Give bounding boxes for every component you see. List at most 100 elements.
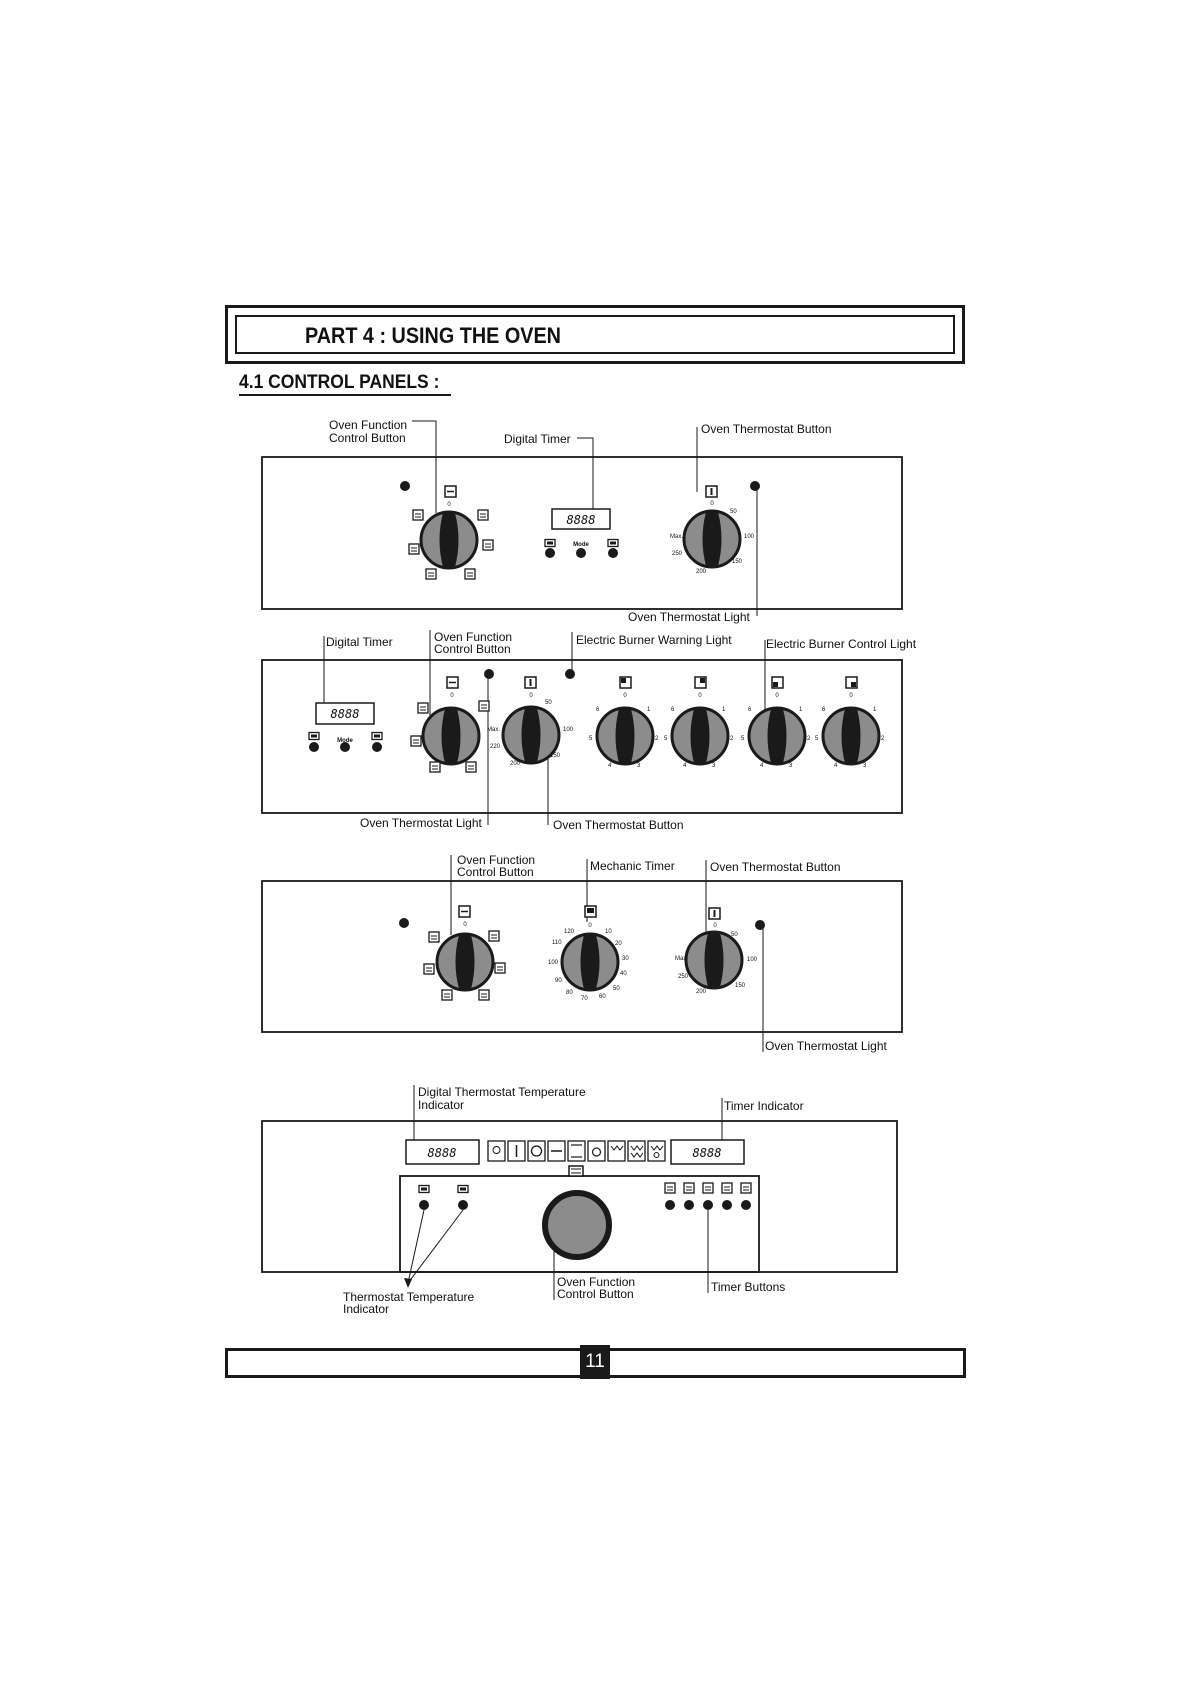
burner-knob-group-4: 0 1 2 3 4 5 6 (815, 676, 885, 769)
timer-minus-button[interactable] (309, 742, 319, 752)
timer-icon (721, 1182, 733, 1194)
thermo-tick-50: 50 (730, 509, 737, 515)
timer-plus-button[interactable] (608, 548, 618, 558)
temperature-display (405, 1139, 480, 1165)
defrost-icon (478, 700, 490, 712)
burner-tick: 1 (799, 707, 803, 713)
burner-tick: 3 (712, 763, 716, 769)
burner-tick: 6 (822, 707, 826, 713)
oven-function-knob-2[interactable] (421, 706, 481, 766)
thermo3-tick-150: 150 (735, 983, 746, 989)
timer-button-3[interactable] (703, 1200, 713, 1210)
thermo2-tick-max: Max. (487, 727, 500, 733)
timer-mode-button[interactable] (340, 742, 350, 752)
panel-1: Oven Function Control Button Digital Tim… (261, 418, 903, 624)
grill-icon (425, 568, 437, 580)
label-electric-burner-control-light: Electric Burner Control Light (766, 637, 917, 651)
oven-function-knob-3[interactable] (435, 932, 495, 992)
lamp-icon (487, 1140, 506, 1162)
timer-display-value: 8888 (693, 1146, 722, 1160)
mechanic-timer-knob[interactable] (560, 932, 620, 992)
burner-tick: 0 (623, 693, 627, 699)
double-grill-icon (627, 1140, 646, 1162)
function-zero-label-2: 0 (450, 693, 454, 699)
burner-tick: 4 (683, 763, 687, 769)
burner-knob-2[interactable] (670, 706, 730, 766)
burner-knob-1[interactable] (595, 706, 655, 766)
section-underline (239, 394, 451, 396)
burner-knob-4[interactable] (821, 706, 881, 766)
burner-tick: 5 (815, 736, 819, 742)
timer-tick-70: 70 (581, 996, 588, 1002)
burner-tick: 6 (748, 707, 752, 713)
function-zero-label: 0 (447, 502, 451, 508)
oven-function-knob-4[interactable] (542, 1190, 612, 1260)
label-oven-function-2: Oven Function (434, 630, 512, 644)
timer-tick-20: 20 (615, 941, 622, 947)
thermo-tick-200: 200 (696, 569, 707, 575)
burner-tick: 5 (664, 736, 668, 742)
thermo2-tick-220: 220 (490, 744, 501, 750)
temp-down-icon (418, 1184, 430, 1194)
fan-grill-icon (410, 735, 422, 747)
thermo3-tick-50: 50 (731, 932, 738, 938)
timer-button-2[interactable] (684, 1200, 694, 1210)
burner-tick: 2 (807, 736, 811, 742)
oven-thermostat-light-3 (755, 920, 765, 930)
burner-knob-3[interactable] (747, 706, 807, 766)
part-header-inner-box: PART 4 : USING THE OVEN (235, 315, 955, 354)
function-zero-label-3: 0 (463, 922, 467, 928)
temp-up-button[interactable] (458, 1200, 468, 1210)
indicator-light (399, 918, 409, 928)
temp-down-button[interactable] (419, 1200, 429, 1210)
burner-tick: 1 (647, 707, 651, 713)
thermo-tick-150: 150 (732, 559, 743, 565)
mode-label-2: Mode (337, 738, 353, 744)
label-oven-thermostat-button: Oven Thermostat Button (701, 422, 832, 436)
temp-up-icon (457, 1184, 469, 1194)
timer-minus-button[interactable] (545, 548, 555, 558)
timer-button-4[interactable] (722, 1200, 732, 1210)
label-timer-indicator: Timer Indicator (724, 1099, 804, 1113)
timer-button-1[interactable] (665, 1200, 675, 1210)
burner-tick: 1 (873, 707, 877, 713)
defrost-icon (488, 930, 500, 942)
label-digital-timer-2: Digital Timer (326, 635, 393, 649)
label-oven-function-control-button: Oven Function (329, 418, 407, 432)
timer-plus-button[interactable] (372, 742, 382, 752)
label-oven-thermostat-button-3: Oven Thermostat Button (710, 860, 841, 874)
burner-knob-group-1: 0 1 2 3 4 5 6 (589, 676, 659, 769)
burner-tick: 4 (608, 763, 612, 769)
grill-icon (607, 1140, 626, 1162)
electric-burner-warning-light (565, 669, 575, 679)
label-digital-thermostat-temperature-2: Indicator (418, 1098, 464, 1112)
part-header-box: PART 4 : USING THE OVEN (225, 305, 965, 364)
defrost-icon (477, 509, 489, 521)
oven-function-knob[interactable] (419, 510, 479, 570)
burner-tick: 5 (589, 736, 593, 742)
thermo2-tick-50: 50 (545, 700, 552, 706)
thermo3-tick-0: 0 (713, 923, 717, 929)
label-oven-function-2b: Control Button (434, 642, 511, 656)
fan-icon (527, 1140, 546, 1162)
timer-button-5[interactable] (741, 1200, 751, 1210)
panel-2: Digital Timer Oven Function Control Butt… (261, 630, 917, 832)
oven-thermostat-knob-3[interactable] (684, 930, 744, 990)
thermo3-tick-100: 100 (747, 957, 758, 963)
timer-icon (664, 1182, 676, 1194)
thermo-tick-max: Max. (670, 534, 683, 540)
panel-2-frame (261, 659, 903, 814)
label-timer-buttons: Timer Buttons (711, 1280, 785, 1294)
bottom-heat-icon (464, 568, 476, 580)
burner-tick: 0 (849, 693, 853, 699)
panel-1-frame (261, 456, 903, 610)
timer-icon (702, 1182, 714, 1194)
fan-grill-icon (423, 963, 435, 975)
timer-tick-110: 110 (552, 940, 562, 946)
timer-tick-60: 60 (599, 994, 606, 1000)
timer-mode-button[interactable] (576, 548, 586, 558)
timer-plus-icon (607, 538, 619, 548)
label-thermostat-temperature-indicator: Thermostat Temperature (343, 1290, 474, 1304)
burner-tick: 6 (671, 707, 675, 713)
